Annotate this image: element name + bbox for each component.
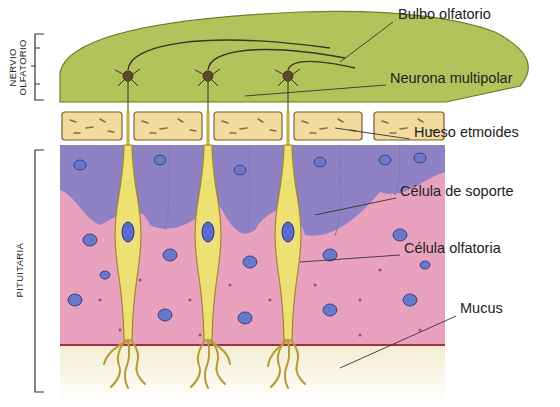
brackets — [31, 34, 44, 392]
bone-texture — [70, 119, 436, 133]
axons — [128, 110, 288, 146]
part-label: Célula olfatoria — [404, 240, 501, 257]
cilia — [104, 340, 305, 388]
ethmoid-bone — [62, 112, 444, 140]
nerve-fibers — [128, 40, 355, 70]
multipolar-neurons — [115, 69, 300, 112]
olfactory-bulb — [60, 11, 528, 102]
pituitary-tissue — [60, 145, 445, 345]
bracket-label: PITUITARIA — [15, 225, 25, 315]
part-label: Hueso etmoides — [414, 124, 519, 141]
mucus-layer — [60, 343, 445, 403]
part-label: Célula de soporte — [400, 183, 514, 200]
part-label: Neurona multipolar — [390, 70, 513, 87]
part-label: Mucus — [460, 300, 503, 317]
bracket-label: NERVIO OLFATORIO — [8, 35, 29, 99]
tissue-dots — [99, 269, 422, 337]
cell-nuclei — [122, 222, 294, 242]
part-label: Bulbo olfatorio — [398, 6, 491, 23]
olfactory-cells — [115, 145, 301, 340]
